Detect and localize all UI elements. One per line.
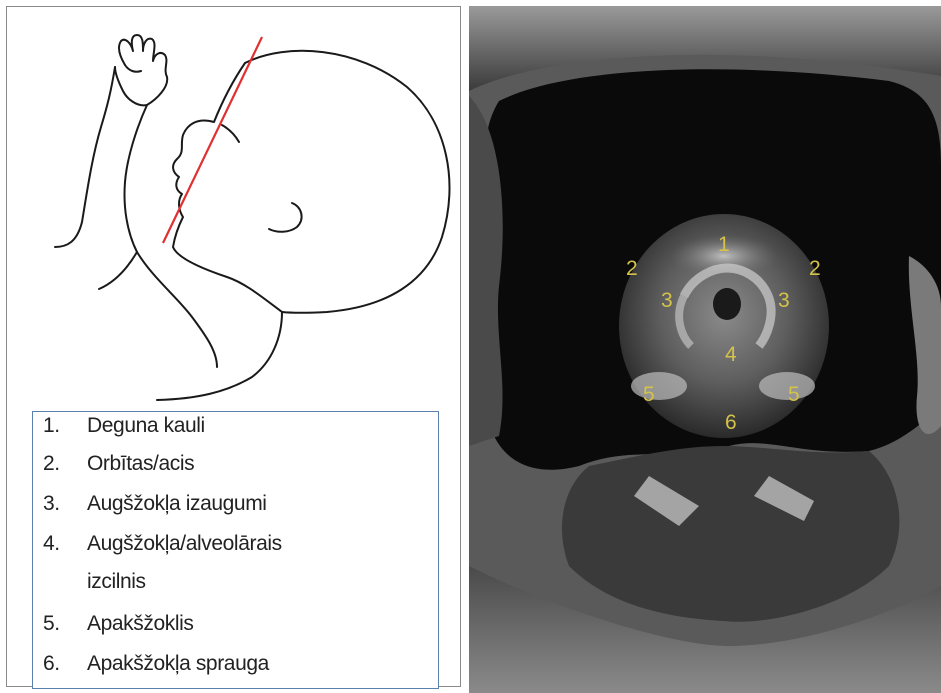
label-maxilla-right: 3 [778,290,790,311]
legend-item: 2.Orbītas/acis [43,452,194,476]
diagram-panel: 1.Deguna kauli 2.Orbītas/acis 3.Augšžokļ… [6,6,461,687]
legend-number: 2. [43,452,87,476]
label-mandible-right: 5 [788,384,800,405]
ultrasound-panel: 1 2 2 3 3 4 5 5 6 [469,6,941,693]
legend-item: 4.Augšžokļa/alveolārais [43,532,282,556]
label-maxilla-left: 3 [661,290,673,311]
legend-text: Augšžokļa izaugumi [87,492,267,516]
legend-item: 1.Deguna kauli [43,414,205,438]
legend-item: 3.Augšžokļa izaugumi [43,492,267,516]
legend-text: Apakšžoklis [87,612,193,636]
legend-box: 1.Deguna kauli 2.Orbītas/acis 3.Augšžokļ… [32,411,439,689]
legend-text: Apakšžokļa sprauga [87,652,269,676]
arm-outline [55,67,115,247]
ear-outline [269,203,302,232]
legend-text: Orbītas/acis [87,452,194,476]
eye-line [222,125,239,142]
label-orbit-right: 2 [809,258,821,279]
scan-plane-line [163,37,262,243]
legend-item-continuation: izcilnis [43,570,146,594]
label-alveolar-ridge: 4 [725,344,737,365]
label-mandible-left: 5 [643,384,655,405]
legend-item: 5.Apakšžoklis [43,612,193,636]
legend-number: 5. [43,612,87,636]
legend-text: izcilnis [87,570,146,594]
legend-text: Deguna kauli [87,414,205,438]
head-outline [157,51,449,400]
legend-number: 4. [43,532,87,556]
legend-number: 3. [43,492,87,516]
legend-item: 6.Apakšžokļa sprauga [43,652,269,676]
label-orbit-left: 2 [626,258,638,279]
arm-inner-outline [125,105,218,367]
label-mandible-gap: 6 [725,412,737,433]
legend-text: Augšžokļa/alveolārais [87,532,282,556]
label-nasal-bones: 1 [718,234,730,255]
legend-number: 6. [43,652,87,676]
fetal-profile-sketch [7,7,462,407]
ultrasound-image [469,6,941,693]
legend-number: 1. [43,414,87,438]
shoulder-line [99,252,137,289]
